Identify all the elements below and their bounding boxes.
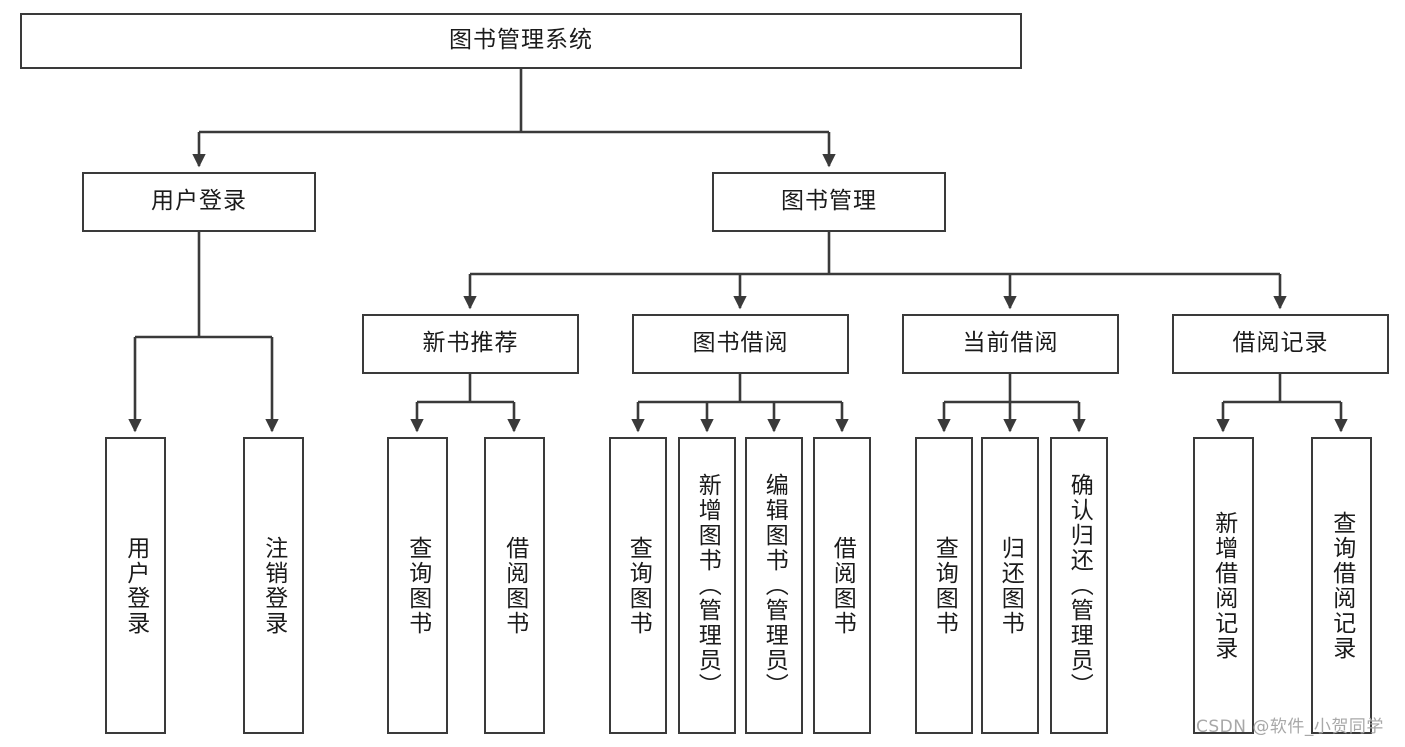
leaf-query-book-current[interactable]: 查询图书: [915, 437, 973, 734]
leaf-borrow-book[interactable]: 借阅图书: [813, 437, 871, 734]
leaf-add-borrow-record[interactable]: 新增借阅记录: [1193, 437, 1254, 734]
leaf-add-borrow-record-label: 新增借阅记录: [1210, 510, 1237, 661]
leaf-query-book-borrow-label: 查询图书: [625, 535, 652, 636]
leaf-borrow-book-recommend[interactable]: 借阅图书: [484, 437, 545, 734]
node-current-borrow-label: 当前借阅: [962, 330, 1059, 357]
leaf-user-login[interactable]: 用户登录: [105, 437, 166, 734]
csdn-watermark: CSDN @软件_小贺同学: [1196, 717, 1384, 737]
node-borrow-record-label: 借阅记录: [1232, 330, 1329, 357]
leaf-query-book-recommend-label: 查询图书: [404, 535, 431, 636]
leaf-logout-label: 注销登录: [260, 535, 287, 636]
node-current-borrow[interactable]: 当前借阅: [902, 314, 1119, 374]
leaf-borrow-book-recommend-label: 借阅图书: [501, 535, 528, 636]
node-new-book-recommend-label: 新书推荐: [422, 330, 519, 357]
node-book-borrow[interactable]: 图书借阅: [632, 314, 849, 374]
node-book-management-label: 图书管理: [781, 188, 877, 215]
leaf-add-book-admin-label: 新增图书（管理员）: [694, 473, 721, 698]
node-new-book-recommend[interactable]: 新书推荐: [362, 314, 579, 374]
node-user-login-label: 用户登录: [151, 188, 247, 215]
node-borrow-record[interactable]: 借阅记录: [1172, 314, 1389, 374]
leaf-logout[interactable]: 注销登录: [243, 437, 304, 734]
leaf-borrow-book-label: 借阅图书: [829, 535, 856, 636]
node-book-borrow-label: 图书借阅: [692, 330, 789, 357]
leaf-user-login-label: 用户登录: [122, 535, 149, 636]
leaf-return-book-label: 归还图书: [997, 535, 1024, 636]
leaf-edit-book-admin-label: 编辑图书（管理员）: [761, 473, 788, 698]
leaf-query-borrow-record[interactable]: 查询借阅记录: [1311, 437, 1372, 734]
node-book-management[interactable]: 图书管理: [712, 172, 946, 232]
leaf-add-book-admin[interactable]: 新增图书（管理员）: [678, 437, 736, 734]
node-user-login[interactable]: 用户登录: [82, 172, 316, 232]
node-root[interactable]: 图书管理系统: [20, 13, 1022, 69]
leaf-edit-book-admin[interactable]: 编辑图书（管理员）: [745, 437, 803, 734]
leaf-query-book-current-label: 查询图书: [931, 535, 958, 636]
leaf-return-book[interactable]: 归还图书: [981, 437, 1039, 734]
node-root-label: 图书管理系统: [449, 27, 593, 54]
leaf-query-borrow-record-label: 查询借阅记录: [1328, 510, 1355, 661]
leaf-query-book-recommend[interactable]: 查询图书: [387, 437, 448, 734]
leaf-confirm-return-admin-label: 确认归还（管理员）: [1066, 473, 1093, 698]
leaf-confirm-return-admin[interactable]: 确认归还（管理员）: [1050, 437, 1108, 734]
leaf-query-book-borrow[interactable]: 查询图书: [609, 437, 667, 734]
